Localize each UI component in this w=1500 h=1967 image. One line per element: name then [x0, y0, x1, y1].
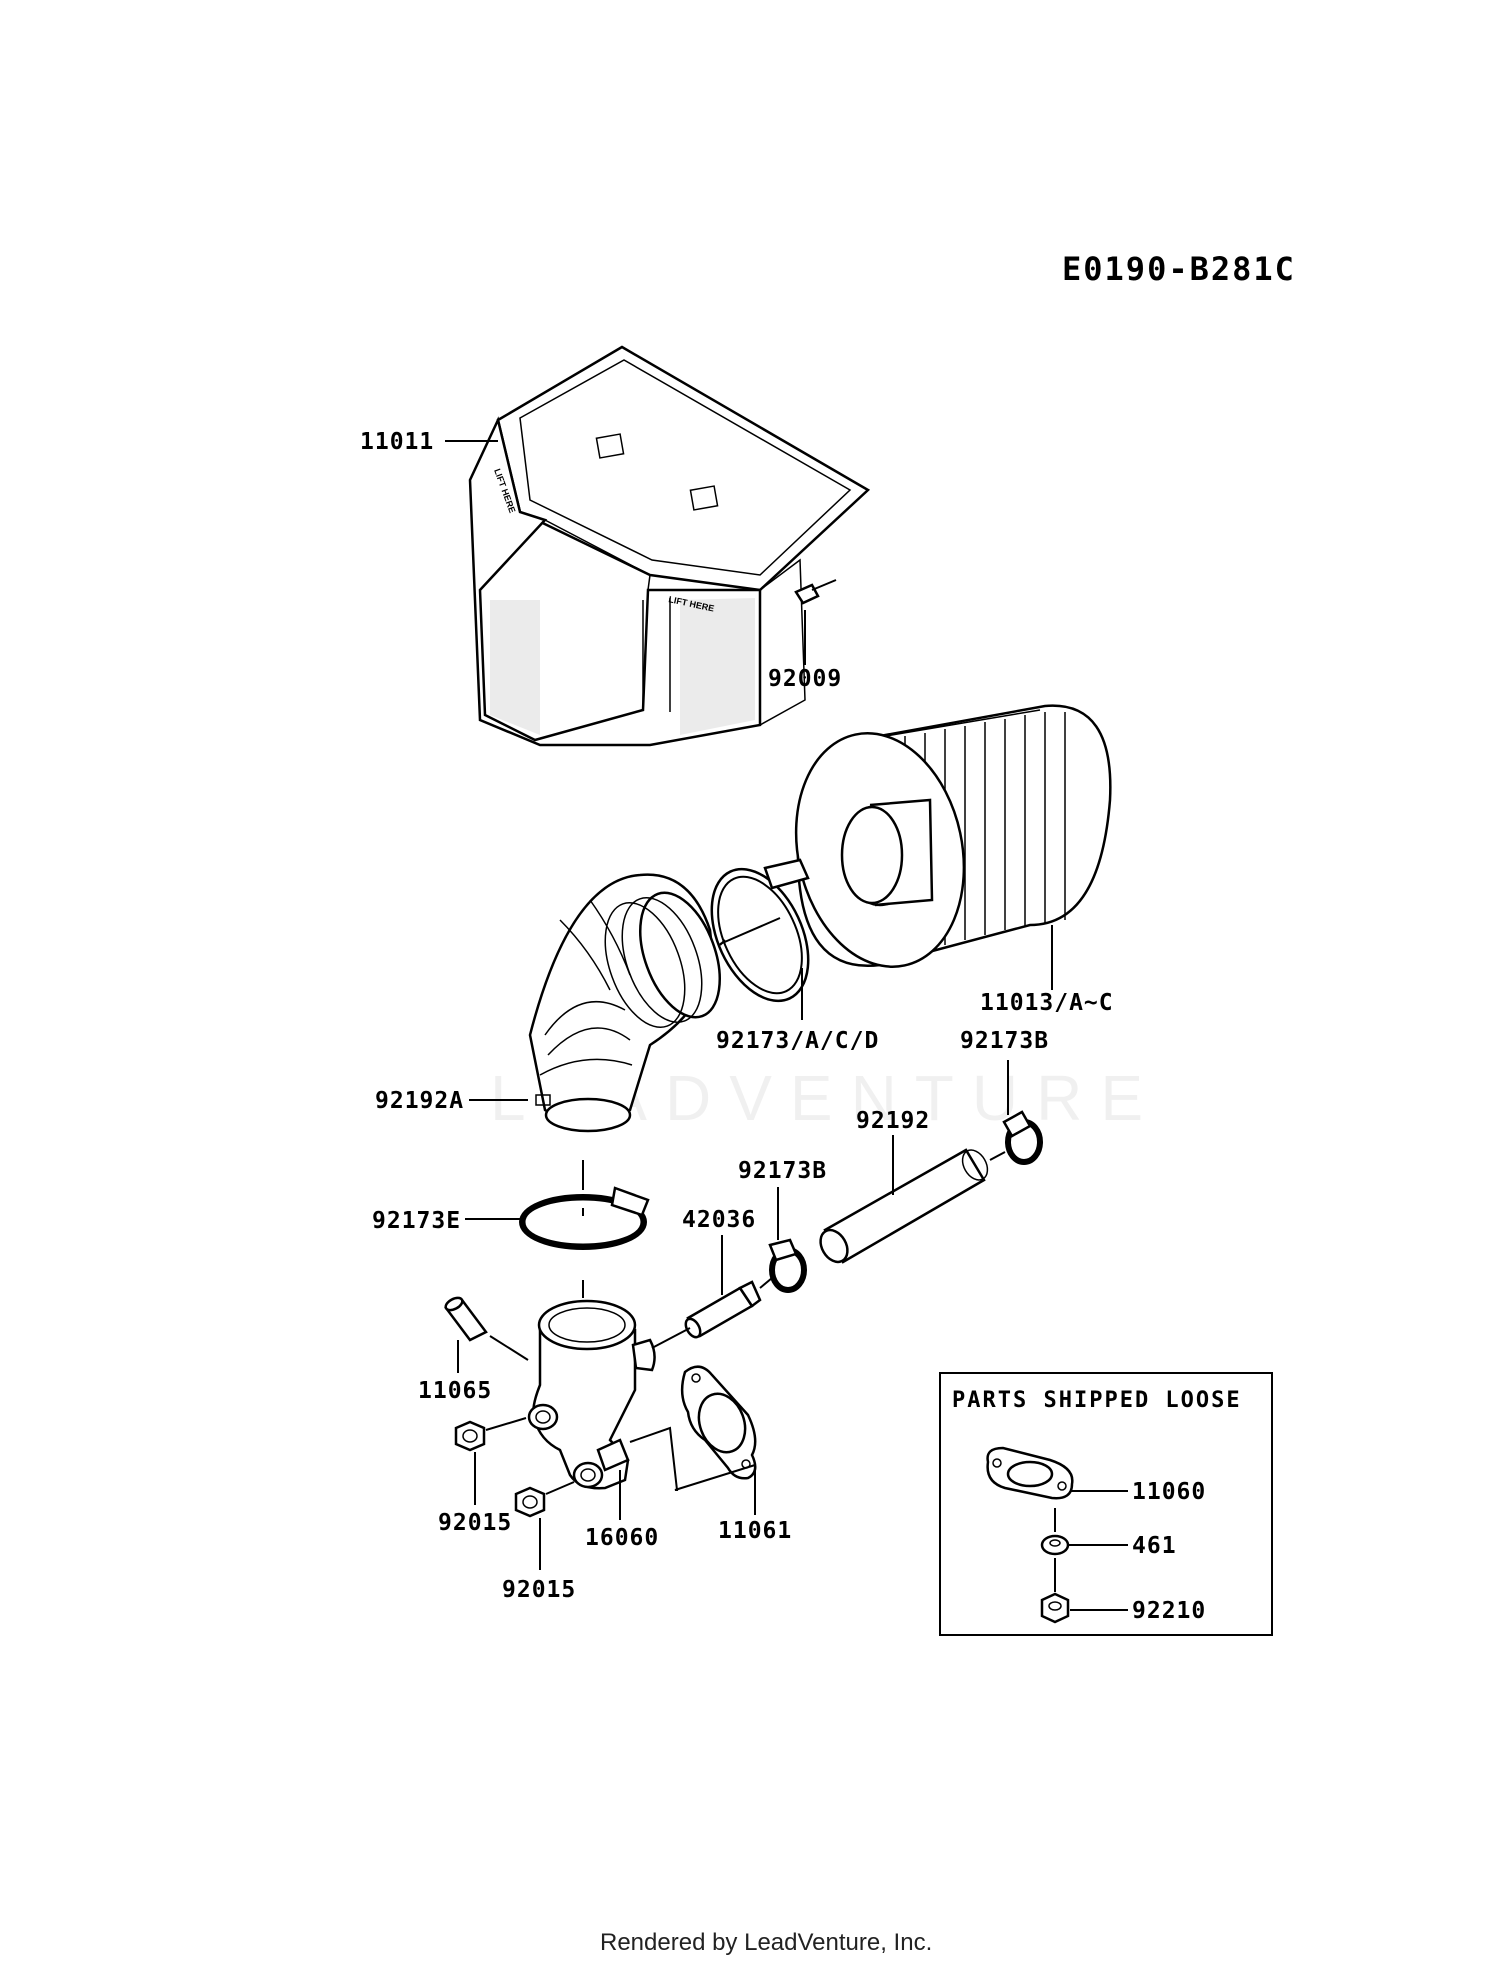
intake-manifold [527, 1280, 656, 1490]
label-42036: 42036 [682, 1207, 756, 1233]
label-92173b-mid: 92173B [738, 1158, 827, 1184]
air-cleaner-cover: LIFT HERE LIFT HERE [468, 345, 871, 747]
leader-92173acd-inner [719, 917, 781, 945]
loose-washer [1040, 1534, 1070, 1556]
label-92009: 92009 [768, 666, 842, 692]
diagram-code: E0190-B281C [1062, 250, 1296, 288]
elbow-hose [528, 873, 721, 1133]
label-461: 461 [1132, 1533, 1177, 1559]
hose-clamp-small-mid [759, 1238, 807, 1293]
label-11011: 11011 [360, 429, 434, 455]
straight-hose [819, 1148, 989, 1264]
parts-shipped-loose-box: PARTS SHIPPED LOOSE 11060 461 92210 [939, 1372, 1273, 1636]
label-11013: 11013/A~C [980, 990, 1114, 1016]
label-92210: 92210 [1132, 1598, 1206, 1624]
label-92173e: 92173E [372, 1208, 461, 1234]
intake-gasket [680, 1365, 757, 1480]
label-92173acd: 92173/A/C/D [716, 1028, 879, 1054]
loose-box-title: PARTS SHIPPED LOOSE [952, 1388, 1242, 1413]
loose-gasket-hole [1006, 1460, 1054, 1488]
leader-11065-b [489, 1335, 529, 1361]
nut-lower [514, 1481, 575, 1518]
leader-42036-b [651, 1327, 691, 1349]
footer-credit: Rendered by LeadVenture, Inc. [600, 1929, 932, 1956]
label-92173b-top: 92173B [960, 1028, 1049, 1054]
label-92192a: 92192A [375, 1088, 464, 1114]
label-11060: 11060 [1132, 1479, 1206, 1505]
label-92015-a: 92015 [438, 1510, 512, 1536]
dowel-pin [444, 1296, 488, 1342]
nut-upper [454, 1417, 527, 1452]
label-92015-b: 92015 [502, 1577, 576, 1603]
label-11061: 11061 [718, 1518, 792, 1544]
air-filter-element [794, 704, 1112, 968]
label-11065: 11065 [418, 1378, 492, 1404]
label-16060: 16060 [585, 1525, 659, 1551]
hose-fitting [684, 1280, 762, 1339]
label-92192: 92192 [856, 1108, 930, 1134]
hose-clamp-small-top [989, 1110, 1043, 1165]
loose-nut [1040, 1592, 1070, 1624]
clamp-band-lower [519, 1160, 650, 1250]
leader-11061-bracket [629, 1426, 756, 1491]
clamp-large-top [710, 858, 810, 1003]
